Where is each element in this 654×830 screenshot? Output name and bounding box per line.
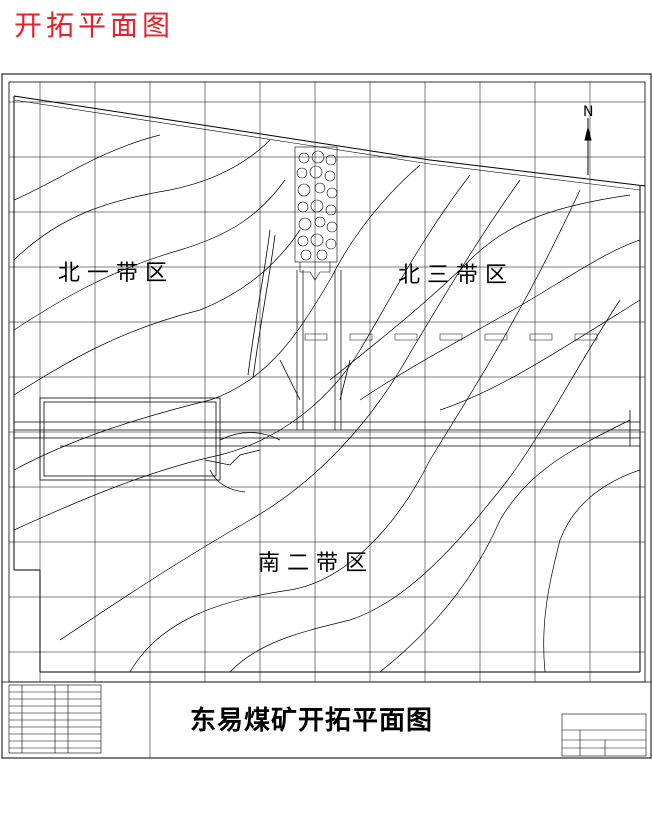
shaft-lines xyxy=(296,270,342,430)
drawing-title: 东易煤矿开拓平面图 xyxy=(190,706,434,736)
title-block xyxy=(561,713,647,757)
north-label: N xyxy=(583,104,594,120)
mine-boundary xyxy=(13,95,646,673)
page-heading: 开拓平面图 xyxy=(14,9,175,42)
fault-zone xyxy=(294,146,338,281)
main-roadway xyxy=(14,397,640,481)
outer-frame xyxy=(1,73,652,759)
auxiliary-roadways xyxy=(204,229,351,493)
zone-label-north-one: 北 一 带 区 xyxy=(58,261,167,286)
coordinate-grid xyxy=(9,82,645,758)
north-arrow-icon xyxy=(584,118,592,175)
zone-label-south-two: 南 二 带 区 xyxy=(258,551,367,576)
contour-lines xyxy=(13,134,641,673)
zone-label-north-three: 北 三 带 区 xyxy=(398,263,507,288)
legend-table xyxy=(8,684,102,754)
seam-markers xyxy=(304,333,598,341)
